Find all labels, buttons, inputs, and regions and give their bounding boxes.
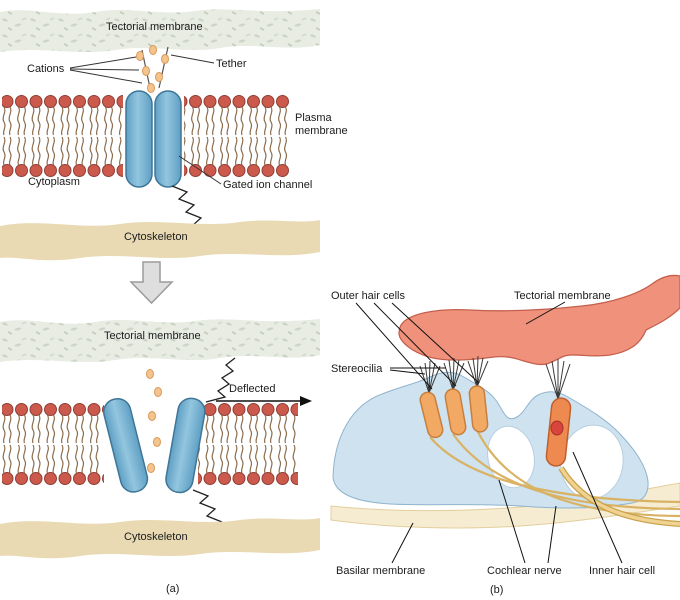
panel-b — [330, 274, 680, 564]
label-tectorial-membrane-upper: Tectorial membrane — [106, 21, 203, 33]
deflected-arrow — [216, 396, 312, 406]
tether-line — [158, 46, 169, 89]
down-arrow — [129, 261, 174, 305]
label-cations: Cations — [27, 63, 65, 75]
cochlear-nerve-fibers — [429, 429, 680, 527]
label-tether: Tether — [216, 58, 247, 70]
tectorial-membrane-band-upper — [0, 9, 320, 52]
channel-cytoskeleton-link-lower — [192, 489, 223, 523]
label-outer-hair-cells: Outer hair cells — [331, 290, 405, 302]
tectorial-membrane-band-lower — [0, 319, 320, 362]
gated-ion-channel-open — [103, 397, 206, 494]
label-inner-hair-cell: Inner hair cell — [589, 565, 656, 577]
label-stereocilia: Stereocilia — [331, 363, 383, 375]
label-cytoplasm: Cytoplasm — [28, 176, 80, 188]
caption-panel-b: (b) — [490, 584, 504, 596]
leader-lines-panel-b — [355, 301, 623, 564]
label-cytoskeleton-upper: Cytoskeleton — [124, 231, 188, 243]
tunnel-of-corti-cavity — [487, 425, 535, 489]
stretched-tether — [205, 357, 236, 403]
caption-panel-a: (a) — [166, 583, 180, 595]
cytoskeleton-band-upper — [0, 220, 320, 261]
panel-a-lower — [0, 319, 320, 559]
label-plasma-membrane: Plasma membrane — [295, 112, 348, 138]
label-cytoskeleton-lower: Cytoskeleton — [124, 531, 188, 543]
inner-hair-cell-shape — [545, 397, 572, 467]
label-cochlear-nerve: Cochlear nerve — [487, 565, 562, 577]
label-tectorial-membrane-lower: Tectorial membrane — [104, 330, 201, 342]
label-tectorial-membrane-b: Tectorial membrane — [514, 290, 611, 302]
label-deflected: Deflected — [229, 383, 276, 395]
cations-lower — [146, 369, 162, 473]
label-basilar-membrane: Basilar membrane — [336, 565, 426, 577]
basilar-membrane-shape — [330, 482, 680, 529]
panel-a-upper — [0, 9, 320, 261]
inner-hair-cell-nucleus — [550, 420, 564, 436]
leader-lines-upper — [69, 54, 222, 185]
cytoskeleton-band-lower — [0, 518, 320, 559]
outer-hair-cells-shapes — [419, 385, 489, 439]
stereocilia-bundles — [419, 355, 571, 400]
tectorial-membrane-b — [398, 274, 680, 366]
label-gated-ion-channel: Gated ion channel — [223, 179, 313, 191]
gated-ion-channel-closed — [125, 90, 182, 188]
plasma-membrane-bilayer-lower — [2, 402, 298, 486]
